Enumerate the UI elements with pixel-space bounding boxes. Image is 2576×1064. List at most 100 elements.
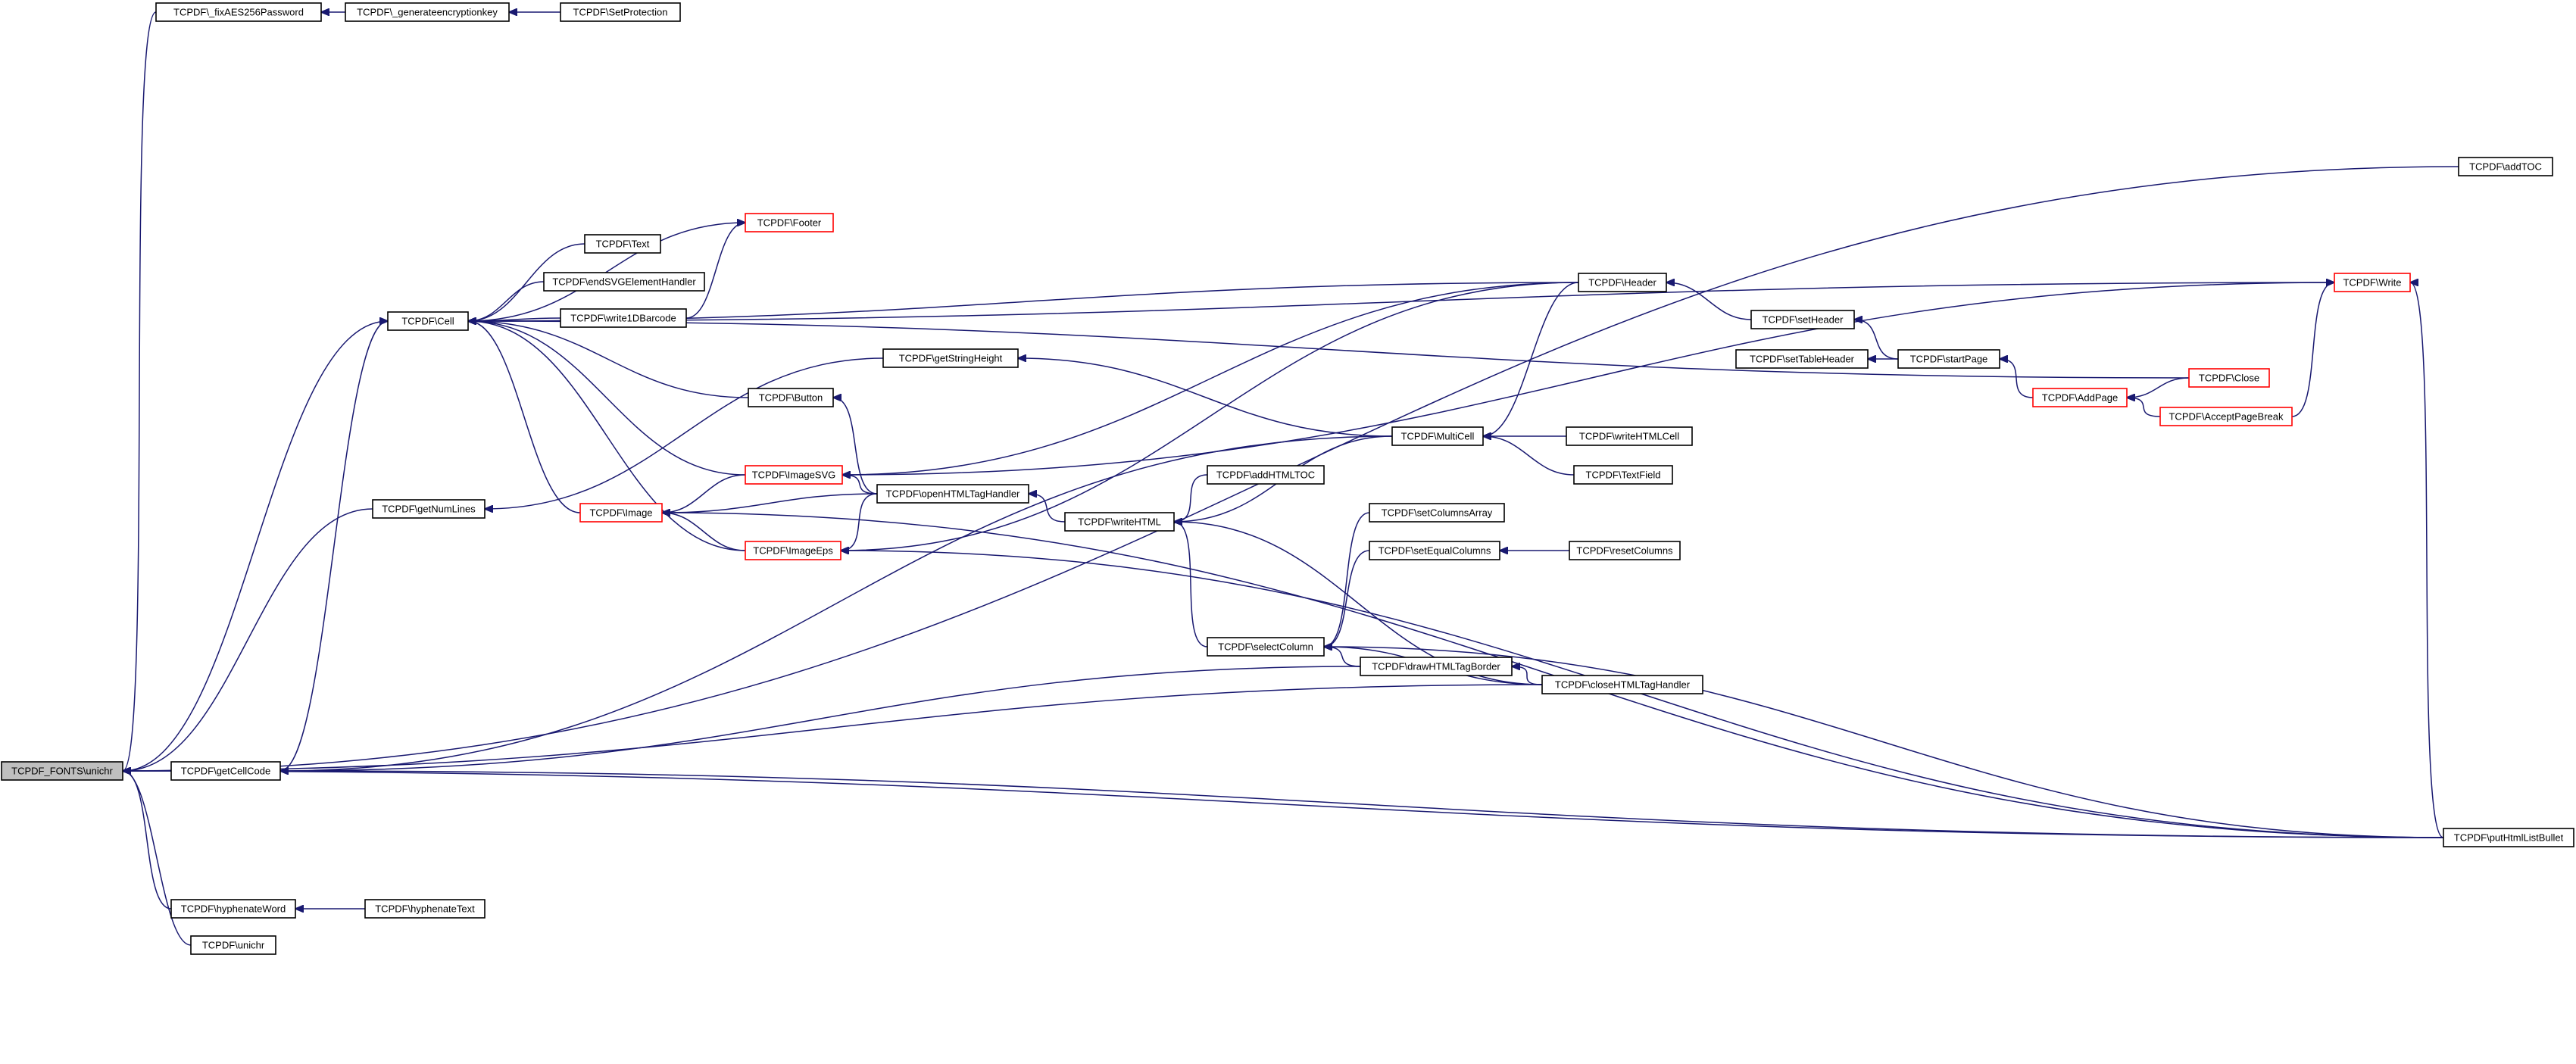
node-setprot[interactable]: TCPDF\SetProtection	[560, 2, 681, 22]
node-endsvg[interactable]: TCPDF\endSVGElementHandler	[543, 272, 705, 292]
node-box	[1566, 426, 1693, 446]
node-label: TCPDF\unichr	[202, 940, 265, 951]
edge-openhtml-to-image	[662, 493, 878, 513]
edge-write-to-imagesvg	[842, 282, 2335, 475]
edge-setequal-to-selectcol	[1324, 550, 1370, 647]
node-drawborder[interactable]: TCPDF\drawHTMLTagBorder	[1360, 657, 1513, 676]
node-label: TCPDF\MultiCell	[1401, 431, 1475, 442]
node-label: TCPDF\TextField	[1586, 470, 1661, 481]
node-genkey[interactable]: TCPDF\_generateencryptionkey	[345, 2, 510, 22]
node-label: TCPDF\writeHTML	[1078, 516, 1161, 528]
node-addtoc[interactable]: TCPDF\addTOC	[2458, 157, 2553, 176]
node-header[interactable]: TCPDF\Header	[1578, 273, 1667, 292]
node-box	[584, 234, 661, 254]
node-box	[190, 935, 276, 955]
node-box	[1735, 349, 1869, 369]
node-settableheader[interactable]: TCPDF\setTableHeader	[1735, 349, 1869, 369]
edge-openhtml-to-button	[833, 398, 878, 495]
node-getstringheight[interactable]: TCPDF\getStringHeight	[882, 348, 1019, 368]
edge-startpage-to-setheader	[1854, 320, 1899, 360]
node-box	[2458, 157, 2553, 176]
node-startpage[interactable]: TCPDF\startPage	[1897, 349, 2000, 369]
node-setcolarr[interactable]: TCPDF\setColumnsArray	[1369, 503, 1505, 523]
node-box	[1573, 465, 1673, 485]
edge-close-to-addpage	[2127, 377, 2190, 398]
node-setequal[interactable]: TCPDF\setEqualColumns	[1369, 541, 1500, 560]
edges-layer	[123, 11, 2459, 946]
edge-selectcol-to-writehtml	[1174, 522, 1208, 647]
node-close[interactable]: TCPDF\Close	[2188, 368, 2270, 388]
node-cell[interactable]: TCPDF\Cell	[387, 311, 469, 331]
node-fixaes[interactable]: TCPDF\_fixAES256Password	[155, 2, 322, 22]
edge-cell-to-root	[123, 320, 389, 771]
node-button[interactable]: TCPDF\Button	[748, 388, 834, 407]
node-label: TCPDF\ImageSVG	[752, 470, 836, 481]
edge-getcellcode-to-cell	[279, 321, 388, 772]
node-text[interactable]: TCPDF\Text	[584, 234, 661, 254]
node-resetcols[interactable]: TCPDF\resetColumns	[1569, 541, 1681, 560]
node-hyphword[interactable]: TCPDF\hyphenateWord	[170, 899, 296, 919]
node-box	[2188, 368, 2270, 388]
node-label: TCPDF\putHtmlListBullet	[2454, 832, 2564, 844]
edge-putbullet-to-getcellcode	[280, 771, 2444, 838]
edge-header-to-imageeps	[841, 282, 1579, 551]
node-putbullet[interactable]: TCPDF\putHtmlListBullet	[2443, 828, 2574, 847]
node-setheader[interactable]: TCPDF\setHeader	[1750, 310, 1855, 329]
edge-header-to-multicell	[1483, 282, 1579, 436]
node-box	[387, 311, 469, 331]
node-unichr[interactable]: TCPDF\unichr	[190, 935, 276, 955]
node-box	[372, 499, 486, 519]
edge-putbullet-to-root	[123, 771, 2444, 838]
node-label: TCPDF\Footer	[757, 217, 822, 229]
node-image[interactable]: TCPDF\Image	[579, 503, 663, 523]
node-label: TCPDF\getStringHeight	[899, 353, 1003, 364]
node-openhtml[interactable]: TCPDF\openHTMLTagHandler	[876, 484, 1029, 504]
node-imagesvg[interactable]: TCPDF\ImageSVG	[745, 465, 843, 485]
node-box	[364, 899, 486, 919]
edge-header-to-imagesvg	[842, 282, 1579, 475]
node-getnumlines[interactable]: TCPDF\getNumLines	[372, 499, 486, 519]
node-footer[interactable]: TCPDF\Footer	[745, 213, 834, 232]
node-closehtml[interactable]: TCPDF\closeHTMLTagHandler	[1541, 675, 1703, 694]
edge-textfield-to-multicell	[1483, 436, 1575, 476]
node-imageeps[interactable]: TCPDF\ImageEps	[745, 541, 841, 560]
node-addpage[interactable]: TCPDF\AddPage	[2032, 388, 2128, 407]
node-label: TCPDF\selectColumn	[1218, 641, 1313, 653]
node-w1d[interactable]: TCPDF\write1DBarcode	[560, 308, 687, 328]
edge-text-to-cell	[468, 243, 585, 321]
edge-unichr-to-root	[123, 771, 192, 946]
node-box	[2159, 407, 2293, 426]
node-label: TCPDF\writeHTMLCell	[1579, 431, 1679, 442]
node-label: TCPDF\endSVGElementHandler	[552, 276, 696, 288]
node-writehtml[interactable]: TCPDF\writeHTML	[1064, 512, 1175, 532]
edge-fixaes-to-root	[123, 11, 157, 771]
node-hyphtext[interactable]: TCPDF\hyphenateText	[364, 899, 486, 919]
edge-footer-to-cell	[468, 222, 746, 321]
node-addhtmltoc[interactable]: TCPDF\addHTMLTOC	[1207, 465, 1325, 485]
node-multicell[interactable]: TCPDF\MultiCell	[1391, 426, 1484, 446]
node-writehtmlcell[interactable]: TCPDF\writeHTMLCell	[1566, 426, 1693, 446]
node-box	[1897, 349, 2000, 369]
node-getcellcode[interactable]: TCPDF\getCellCode	[170, 761, 281, 781]
node-label: TCPDF\Button	[759, 392, 823, 404]
node-textfield[interactable]: TCPDF\TextField	[1573, 465, 1673, 485]
node-label: TCPDF\addTOC	[2469, 161, 2542, 173]
node-write[interactable]: TCPDF\Write	[2334, 273, 2411, 292]
node-label: TCPDF\Header	[1588, 277, 1656, 289]
edge-acceptpb-to-addpage	[2127, 398, 2161, 417]
node-box	[170, 761, 281, 781]
edge-acceptpb-to-write	[2291, 282, 2334, 417]
node-box	[1369, 541, 1500, 560]
node-label: TCPDF\Text	[596, 239, 650, 250]
node-box	[1064, 512, 1175, 532]
edge-putbullet-to-selectcol	[1324, 647, 2444, 838]
node-label: TCPDF\startPage	[1910, 354, 1988, 365]
node-box	[2443, 828, 2574, 847]
node-selectcol[interactable]: TCPDF\selectColumn	[1207, 637, 1325, 657]
node-acceptpb[interactable]: TCPDF\AcceptPageBreak	[2159, 407, 2293, 426]
node-label: TCPDF\setTableHeader	[1750, 354, 1855, 365]
nodes-layer: TCPDF_FONTS\unichrTCPDF\_fixAES256Passwo…	[1, 2, 2574, 955]
edge-w1d-to-footer	[685, 223, 745, 319]
edge-write-to-cell	[468, 282, 2335, 321]
node-label: TCPDF\SetProtection	[573, 7, 668, 18]
